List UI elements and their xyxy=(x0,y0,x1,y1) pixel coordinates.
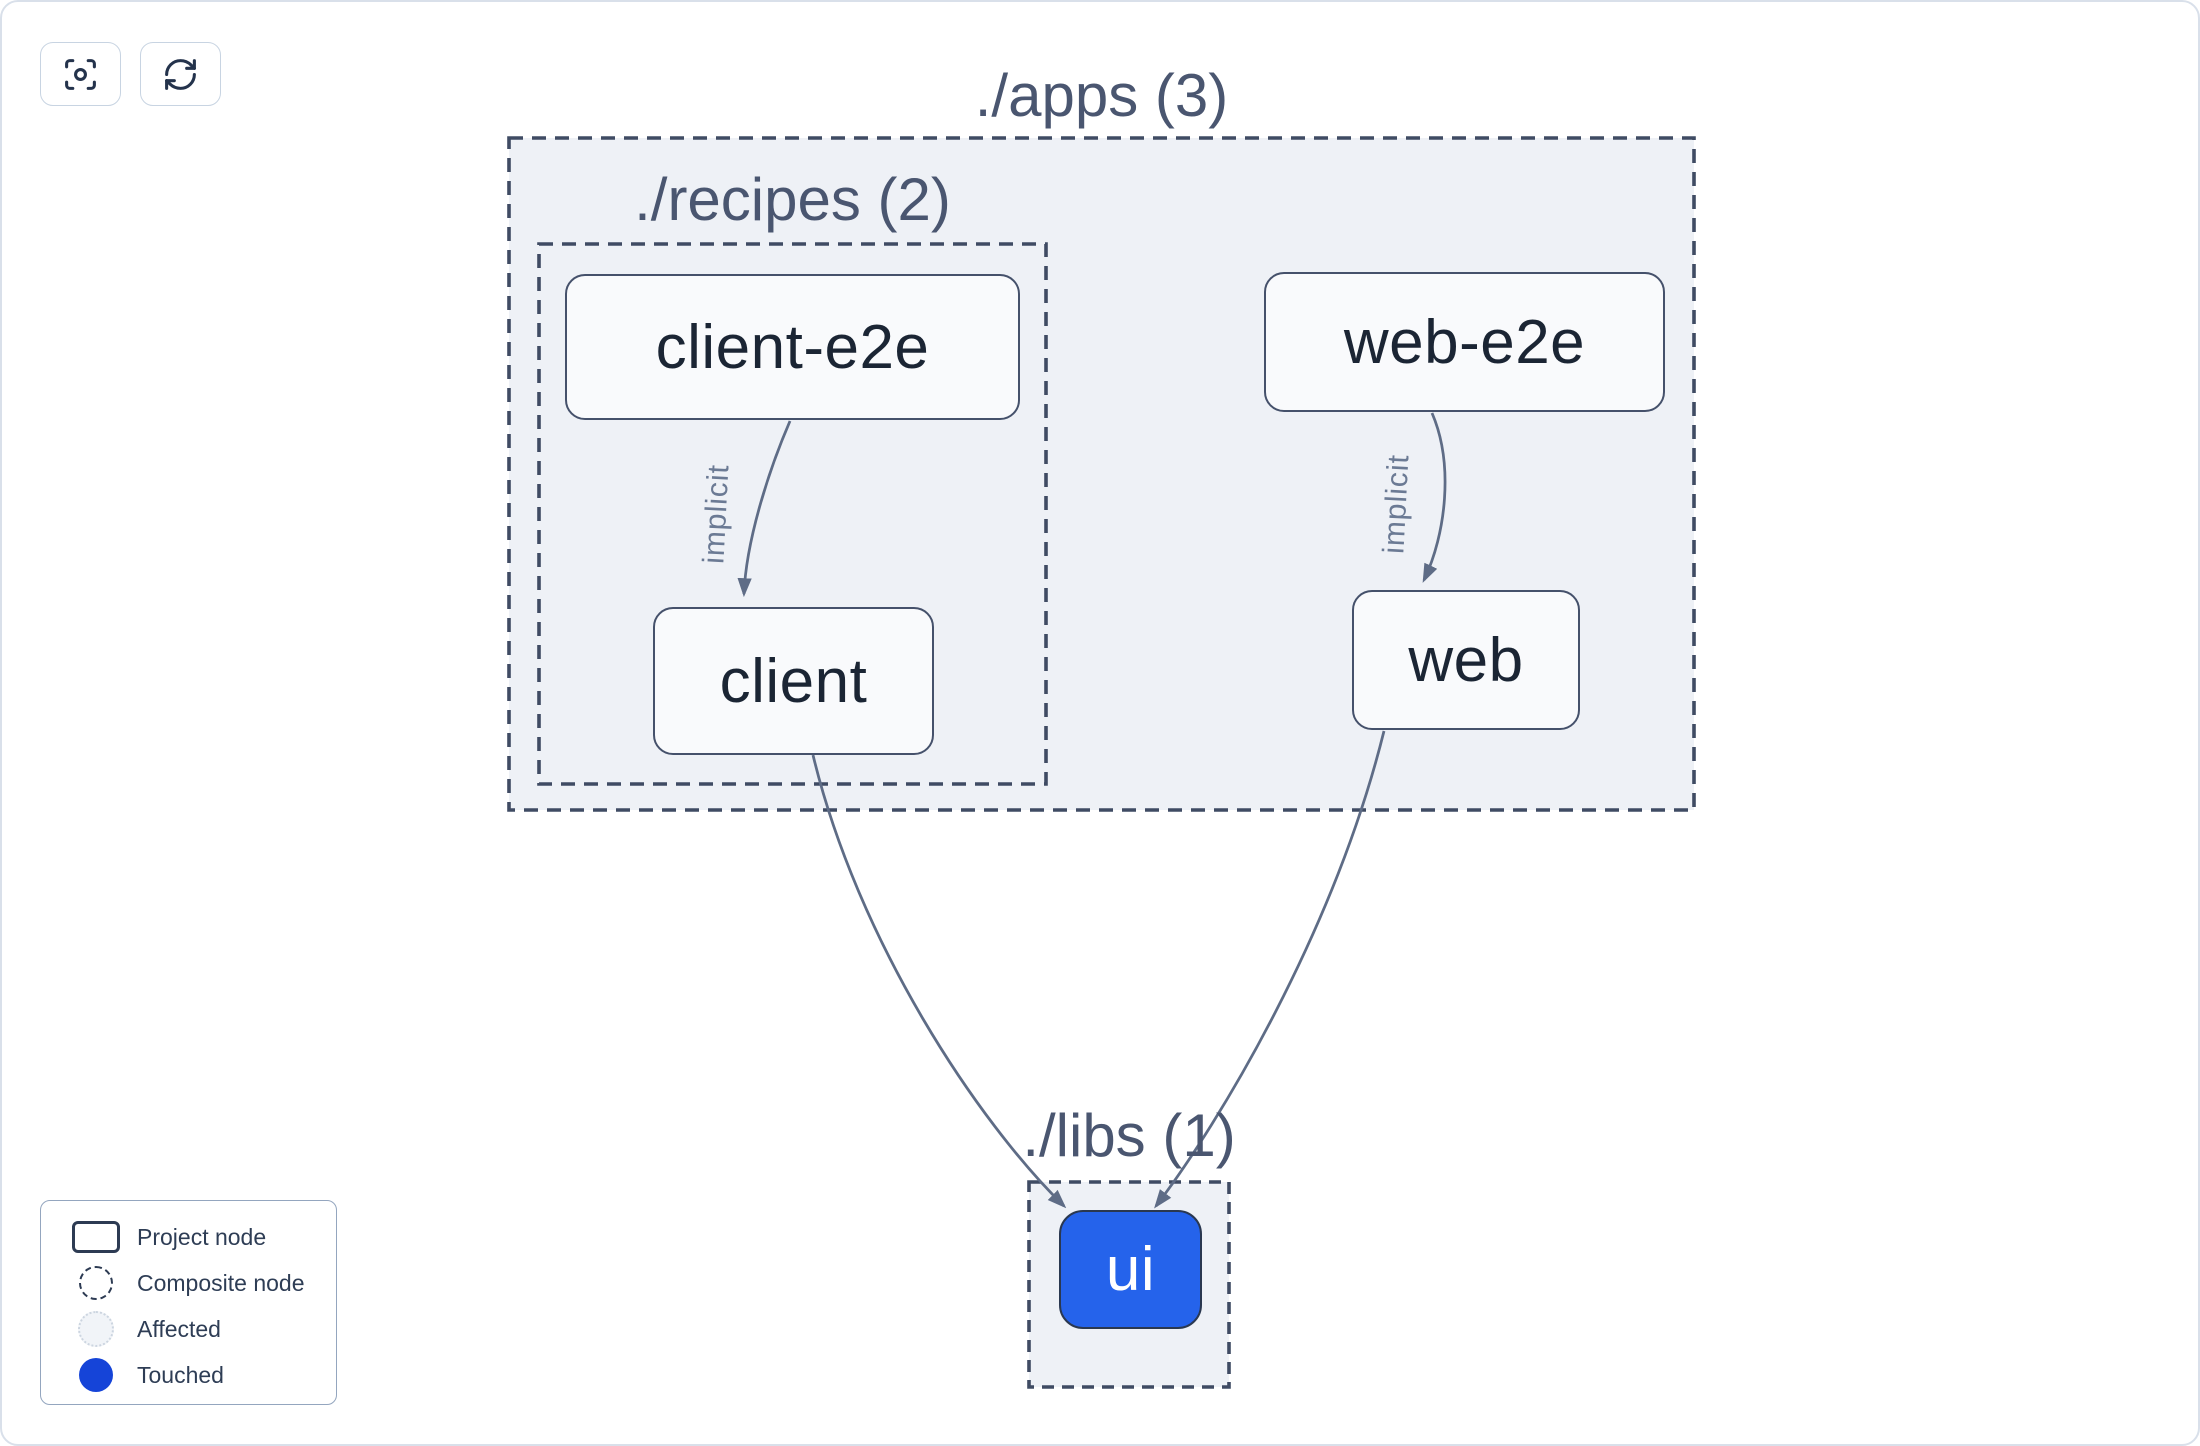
focus-crosshair-icon xyxy=(65,58,96,90)
legend-label: Touched xyxy=(137,1361,224,1388)
composite-label-libs[interactable]: ./libs (1) xyxy=(1022,1102,1236,1169)
node-client[interactable]: client xyxy=(653,607,934,755)
node-web[interactable]: web xyxy=(1352,590,1580,730)
legend-row-touched: Touched xyxy=(65,1352,336,1398)
legend-row-affected: Affected xyxy=(65,1306,336,1352)
legend-label: Affected xyxy=(137,1315,221,1342)
refresh-button[interactable] xyxy=(140,42,221,106)
project-node-swatch xyxy=(72,1221,120,1253)
legend-label: Project node xyxy=(137,1223,267,1250)
edge-web-e2e-to-web[interactable] xyxy=(1422,412,1447,583)
edge-client-to-ui[interactable] xyxy=(811,754,1067,1209)
legend-row-project-node: Project node xyxy=(65,1214,336,1260)
touched-swatch xyxy=(79,1358,113,1392)
node-web-e2e[interactable]: web-e2e xyxy=(1264,272,1665,412)
edge-label-implicit-web: implicit xyxy=(1377,453,1415,554)
node-ui[interactable]: ui xyxy=(1059,1210,1202,1329)
node-client-e2e[interactable]: client-e2e xyxy=(565,274,1020,420)
edge-web-to-ui[interactable] xyxy=(1154,730,1386,1209)
focus-button[interactable] xyxy=(40,42,121,106)
legend-row-composite-node: Composite node xyxy=(65,1260,336,1306)
composite-label-apps[interactable]: ./apps (3) xyxy=(974,62,1229,129)
affected-swatch xyxy=(78,1311,114,1347)
edge-client-e2e-to-client[interactable] xyxy=(737,420,792,598)
edge-label-implicit-client: implicit xyxy=(697,463,735,564)
composite-label-recipes[interactable]: ./recipes (2) xyxy=(634,166,951,233)
legend: Project node Composite node Affected Tou… xyxy=(40,1200,337,1405)
refresh-icon xyxy=(165,58,196,90)
toolbar xyxy=(40,42,221,106)
composite-node-swatch xyxy=(79,1266,113,1300)
legend-label: Composite node xyxy=(137,1269,305,1296)
